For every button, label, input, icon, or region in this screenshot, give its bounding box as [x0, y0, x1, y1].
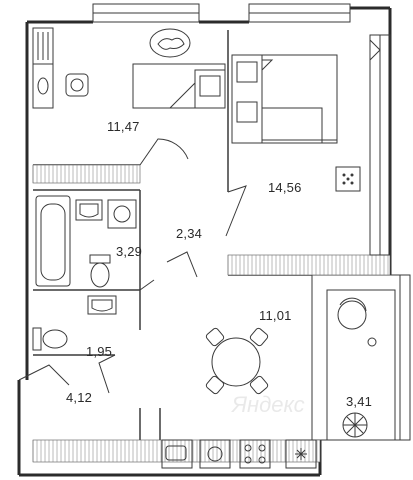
window-top-left [92, 3, 200, 23]
sofa [132, 63, 226, 109]
area-label-4-12: 4,12 [66, 390, 93, 405]
armchair [337, 297, 377, 347]
rug-icon [149, 28, 191, 58]
wardrobe [369, 34, 391, 256]
floor-lamp-icon [335, 166, 361, 192]
area-label-2-34: 2,34 [176, 226, 203, 241]
doors [18, 138, 247, 394]
area-label-1-95: 1,95 [86, 344, 113, 359]
wc-sink [87, 295, 117, 315]
internal-walls [33, 30, 312, 440]
wc-toilet [32, 327, 68, 351]
balcony [311, 274, 411, 441]
watermark: Яндекс [232, 392, 305, 417]
toilet-icon [89, 254, 111, 288]
bathtub [35, 195, 71, 287]
plant-icon [342, 412, 368, 438]
desk [32, 27, 89, 109]
area-label-3-41: 3,41 [346, 394, 373, 409]
area-label-11-47: 11,47 [107, 119, 140, 134]
double-bed [231, 54, 338, 144]
window-top-right [248, 3, 351, 23]
area-label-14-56: 14,56 [268, 180, 302, 195]
sink [75, 199, 103, 221]
area-label-3-29: 3,29 [116, 244, 143, 259]
kitchen-counter [161, 439, 271, 469]
dining-table [205, 327, 269, 395]
washing-machine [107, 199, 137, 229]
fridge-icon [285, 439, 317, 469]
area-label-11-01: 11,01 [259, 308, 292, 323]
